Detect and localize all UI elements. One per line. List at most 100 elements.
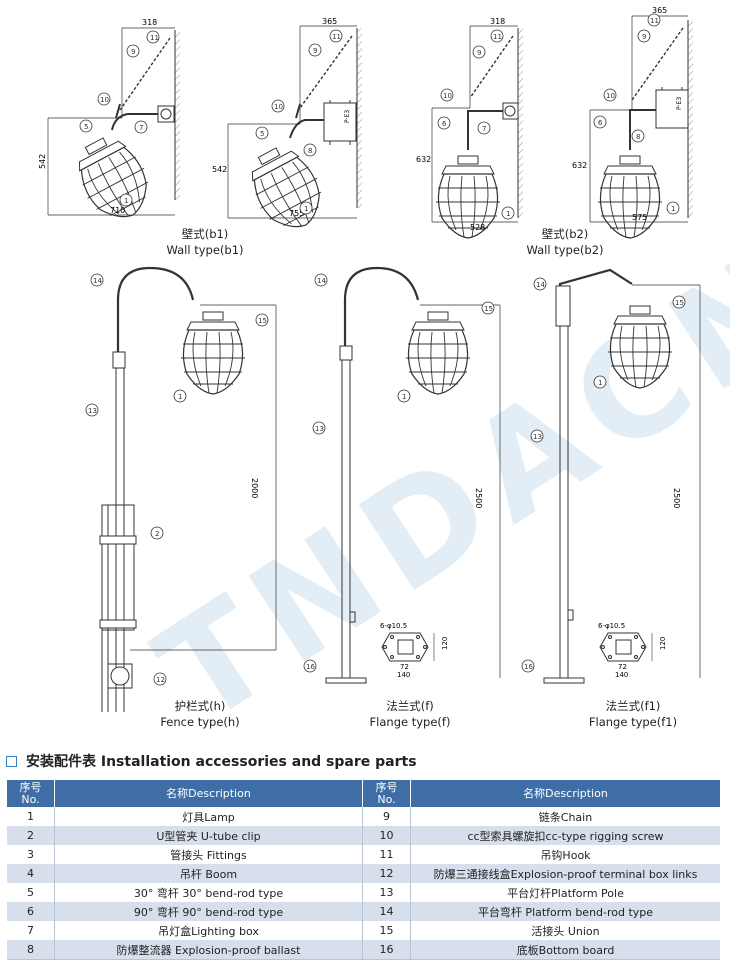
header-no-1: 序号 No. bbox=[7, 780, 55, 807]
flange-f1-holes: 6-φ10.5 bbox=[598, 622, 625, 630]
row-no-left: 6 bbox=[7, 902, 55, 921]
table-row: 8 防爆整流器 Explosion-proof ballast 16 底板Bot… bbox=[7, 940, 720, 960]
dim-b2b-side: 632 bbox=[572, 161, 587, 170]
svg-text:6: 6 bbox=[442, 120, 447, 128]
caption-f1: 法兰式(f1) Flange type(f1) bbox=[568, 698, 698, 730]
caption-b2: 壁式(b2) Wall type(b2) bbox=[505, 226, 625, 258]
row-desc-left: 30° 弯杆 30° bend-rod type bbox=[54, 883, 363, 902]
row-no-right: 11 bbox=[362, 845, 411, 864]
row-no-right: 12 bbox=[362, 864, 411, 883]
box-text-b1: P·E3 bbox=[344, 110, 351, 123]
row-desc-right: 防爆三通接线盒Explosion-proof terminal box link… bbox=[410, 864, 720, 883]
svg-text:15: 15 bbox=[675, 299, 684, 307]
svg-text:13: 13 bbox=[533, 433, 542, 441]
flange-f-holes: 6-φ10.5 bbox=[380, 622, 407, 630]
svg-text:9: 9 bbox=[642, 33, 646, 41]
row-desc-left: 管接头 Fittings bbox=[54, 845, 363, 864]
svg-text:1: 1 bbox=[304, 205, 308, 213]
svg-text:13: 13 bbox=[88, 407, 97, 415]
watermark: TNDACN bbox=[131, 216, 730, 740]
dim-f-height: 2500 bbox=[474, 488, 483, 508]
svg-text:13: 13 bbox=[315, 425, 324, 433]
dim-b2-side: 632 bbox=[416, 155, 431, 164]
svg-text:9: 9 bbox=[131, 48, 135, 56]
header-desc-2: 名称Description bbox=[410, 780, 720, 807]
flange-f1-w2: 140 bbox=[615, 671, 628, 679]
row-no-right: 9 bbox=[362, 807, 411, 826]
row-no-right: 13 bbox=[362, 883, 411, 902]
row-desc-right: 底板Bottom board bbox=[410, 940, 720, 960]
row-desc-right: cc型索具螺旋扣cc-type rigging screw bbox=[410, 826, 720, 845]
table-header-row: 序号 No. 名称Description 序号 No. 名称Descriptio… bbox=[7, 780, 720, 807]
row-desc-left: 吊杆 Boom bbox=[54, 864, 363, 883]
caption-b1: 壁式(b1) Wall type(b1) bbox=[150, 226, 260, 258]
svg-text:10: 10 bbox=[606, 92, 615, 100]
svg-text:11: 11 bbox=[332, 33, 341, 41]
dim-b2-top: 318 bbox=[490, 17, 505, 26]
dim-b1-side: 542 bbox=[38, 154, 47, 169]
dim-b1b-bottom: 755 bbox=[289, 209, 304, 218]
svg-text:10: 10 bbox=[100, 96, 109, 104]
svg-text:11: 11 bbox=[493, 33, 502, 41]
row-no-left: 3 bbox=[7, 845, 55, 864]
svg-text:8: 8 bbox=[308, 147, 312, 155]
caption-b1-en: Wall type(b1) bbox=[166, 243, 244, 257]
diagram-b1-box bbox=[227, 25, 362, 240]
svg-text:5: 5 bbox=[84, 123, 88, 131]
caption-f: 法兰式(f) Flange type(f) bbox=[345, 698, 475, 730]
row-desc-left: 吊灯盒Lighting box bbox=[54, 921, 363, 940]
row-desc-left: 灯具Lamp bbox=[54, 807, 363, 826]
caption-h: 护栏式(h) Fence type(h) bbox=[140, 698, 260, 730]
svg-text:8: 8 bbox=[636, 133, 640, 141]
dim-b1b-side: 542 bbox=[212, 165, 227, 174]
row-no-left: 8 bbox=[7, 940, 55, 960]
dim-b2b-top: 365 bbox=[652, 6, 667, 15]
svg-text:7: 7 bbox=[139, 124, 143, 132]
svg-text:1: 1 bbox=[124, 197, 128, 205]
row-desc-right: 活接头 Union bbox=[410, 921, 720, 940]
diagram-b2-box bbox=[589, 15, 693, 239]
header-no-en: No. bbox=[21, 792, 40, 806]
svg-text:10: 10 bbox=[274, 103, 283, 111]
svg-text:1: 1 bbox=[598, 379, 602, 387]
svg-text:16: 16 bbox=[306, 663, 315, 671]
flange-f1-h: 120 bbox=[659, 637, 667, 650]
svg-text:1: 1 bbox=[178, 393, 182, 401]
svg-text:14: 14 bbox=[317, 277, 326, 285]
row-desc-right: 平台灯杆Platform Pole bbox=[410, 883, 720, 902]
svg-text:9: 9 bbox=[313, 47, 317, 55]
dim-b2-bottom: 528 bbox=[470, 223, 485, 232]
svg-text:1: 1 bbox=[506, 210, 510, 218]
diagram-b2 bbox=[431, 25, 523, 239]
section-title-text: 安装配件表 Installation accessories and spare… bbox=[26, 754, 417, 770]
header-no-cn: 序号 bbox=[19, 780, 42, 794]
row-desc-right: 链条Chain bbox=[410, 807, 720, 826]
row-no-right: 16 bbox=[362, 940, 411, 960]
svg-text:11: 11 bbox=[650, 17, 659, 25]
diagram-b1 bbox=[47, 27, 180, 230]
dim-b2b-bottom: 575 bbox=[632, 213, 647, 222]
svg-text:11: 11 bbox=[150, 34, 159, 42]
svg-text:1: 1 bbox=[402, 393, 406, 401]
dim-b1b-top: 365 bbox=[322, 17, 337, 26]
installation-drawings: TNDACN 318 542 710 P·E3 365 542 bbox=[38, 6, 730, 740]
table-row: 5 30° 弯杆 30° bend-rod type 13 平台灯杆Platfo… bbox=[7, 883, 720, 902]
svg-text:14: 14 bbox=[93, 277, 102, 285]
dim-b1-top: 318 bbox=[142, 18, 157, 27]
row-desc-left: 防爆整流器 Explosion-proof ballast bbox=[54, 940, 363, 960]
svg-text:5: 5 bbox=[260, 130, 264, 138]
caption-b1-cn: 壁式(b1) bbox=[181, 227, 229, 241]
caption-f1-cn: 法兰式(f1) bbox=[605, 699, 661, 713]
caption-f-cn: 法兰式(f) bbox=[386, 699, 434, 713]
dim-h-height: 2000 bbox=[250, 478, 259, 498]
caption-b2-en: Wall type(b2) bbox=[526, 243, 604, 257]
svg-text:15: 15 bbox=[258, 317, 267, 325]
header-no-2: 序号 No. bbox=[362, 780, 411, 807]
flange-f-w2: 140 bbox=[397, 671, 410, 679]
header-no2-cn: 序号 bbox=[375, 780, 398, 794]
diagram-f bbox=[325, 266, 501, 684]
dim-b1-bottom: 710 bbox=[110, 206, 125, 215]
svg-text:2: 2 bbox=[155, 530, 159, 538]
